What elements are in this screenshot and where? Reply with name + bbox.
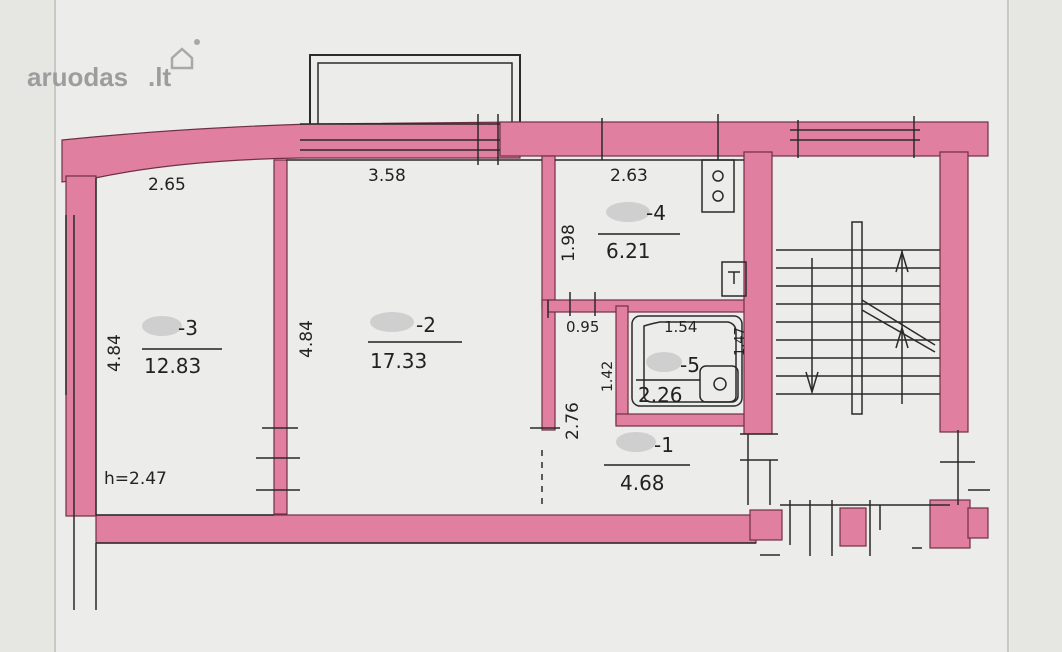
redacted-labels xyxy=(142,202,682,452)
house-icon xyxy=(170,47,194,70)
washbasin-icon xyxy=(699,365,739,403)
dim-bath-door: 0.95 xyxy=(566,318,599,336)
room-3-area: 12.83 xyxy=(144,354,201,378)
dim-hall-height: 2.76 xyxy=(563,402,583,440)
bath-left-wall xyxy=(615,305,629,425)
stub-3 xyxy=(967,507,989,539)
logo-tld: .lt xyxy=(148,62,171,92)
dim-room3-width: 2.65 xyxy=(148,175,186,195)
room-5-area: 2.26 xyxy=(638,383,683,407)
bottom-corner xyxy=(749,509,783,541)
dim-bath-side: 1.47 xyxy=(733,327,748,356)
dim-kitchen-width: 2.63 xyxy=(610,166,648,186)
bath-bottom-wall xyxy=(615,413,752,427)
stair-up-arrow-icon xyxy=(895,249,909,273)
room-2-area: 17.33 xyxy=(370,349,427,373)
house-smoke-icon xyxy=(194,39,200,45)
room-5-label: -5 xyxy=(680,353,700,377)
room-3-label: -3 xyxy=(178,316,198,340)
bathtub-icon xyxy=(631,315,743,407)
room-2-label: -2 xyxy=(416,313,436,337)
dim-room3-height: 4.84 xyxy=(105,334,125,372)
stair-wall-right xyxy=(939,151,969,433)
dim-kitchen-height: 1.98 xyxy=(559,224,579,262)
top-wall-right xyxy=(499,121,989,157)
dim-room2-height: 4.84 xyxy=(297,320,317,358)
paper-sheet xyxy=(55,0,1010,652)
top-wall-left xyxy=(61,121,521,183)
dimension-labels: 2.65 3.58 2.63 4.84 4.84 1.98 2.76 0.95 … xyxy=(104,166,748,489)
room-4-label: -4 xyxy=(646,201,666,225)
stair-down-arrow-icon xyxy=(805,371,819,395)
kitchen-bottom-wall xyxy=(547,299,747,313)
dim-room2-width: 3.58 xyxy=(368,166,406,186)
partition-3-2 xyxy=(273,159,288,515)
inner-lines xyxy=(65,114,990,610)
dim-bath-height: 1.42 xyxy=(600,361,616,392)
sink-icon xyxy=(721,261,747,297)
left-wall xyxy=(65,175,97,517)
stub-1 xyxy=(839,507,867,547)
stair-wall xyxy=(743,151,773,435)
room-1-label: -1 xyxy=(654,433,674,457)
partition-2-hall xyxy=(541,299,556,431)
room-labels: -3 12.83 -2 17.33 -4 6.21 -5 2.26 -1 4.6… xyxy=(142,201,700,495)
stove-icon xyxy=(701,159,735,213)
ceiling-height: h=2.47 xyxy=(104,469,167,489)
bottom-wall xyxy=(95,514,757,544)
stub-2 xyxy=(929,499,971,549)
logo-brand: aruodas xyxy=(27,62,128,92)
walls xyxy=(61,121,989,549)
room-1-area: 4.68 xyxy=(620,471,665,495)
aruodas-logo: aruodas .lt xyxy=(27,39,200,92)
staircase xyxy=(776,221,940,415)
stair-up-arrow-icon-2 xyxy=(895,325,909,349)
partition-2-kitchen xyxy=(541,155,556,309)
dim-bath-width: 1.54 xyxy=(664,318,697,336)
room-4-area: 6.21 xyxy=(606,239,651,263)
